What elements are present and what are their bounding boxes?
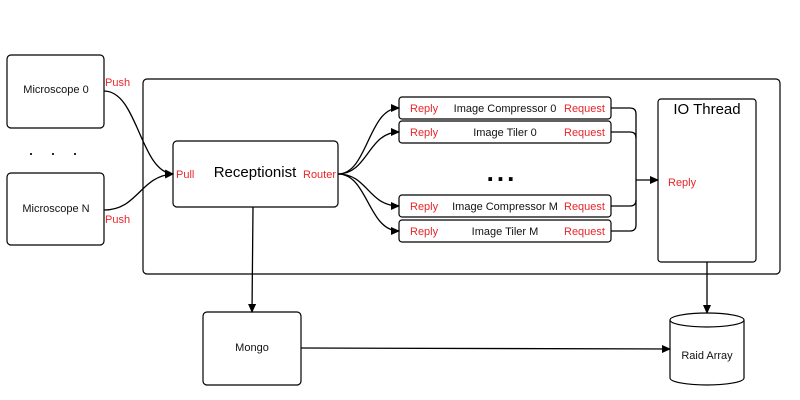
microscope-ellipsis: . . .: [28, 139, 83, 159]
worker-image-compressor-m-label: Image Compressor M: [452, 201, 558, 213]
edge-receptionist-to-mongo: [248, 206, 257, 313]
edge-receptionist-to-compressor-m: [337, 173, 400, 210]
edge-mongo-to-raid-array: [300, 344, 671, 353]
processing-container: [142, 78, 781, 275]
edge-receptionist-to-compressor-0: [337, 104, 400, 175]
worker-image-tiler-m-label: Image Tiler M: [472, 226, 539, 238]
microscope-0-label: Microscope 0: [23, 84, 88, 96]
edge-tiler-m-to-bus: [611, 180, 637, 232]
worker-image-compressor-m-reply-port: Reply: [410, 201, 439, 213]
io-thread-label: IO Thread: [673, 101, 740, 118]
raid-array-label: Raid Array: [681, 350, 733, 362]
edge-tiler-0-to-bus: [611, 131, 637, 139]
edge-microscope-0-to-receptionist: [103, 90, 174, 178]
receptionist-pull-port: Pull: [176, 169, 194, 181]
microscope-0-push-port: Push: [105, 77, 130, 89]
worker-image-tiler-0-reply-port: Reply: [410, 127, 439, 139]
edge-receptionist-to-tiler-0: [337, 128, 400, 175]
receptionist-router-port: Router: [303, 169, 336, 181]
worker-image-compressor-0-label: Image Compressor 0: [454, 103, 557, 115]
worker-image-tiler-0-request-port: Request: [564, 127, 605, 139]
edge-microscope-n-to-receptionist: [103, 170, 174, 211]
mongo-label: Mongo: [235, 342, 269, 354]
edge-receptionist-to-tiler-m: [337, 173, 400, 235]
microscope-n-push-port: Push: [105, 214, 130, 226]
worker-image-compressor-0-reply-port: Reply: [410, 103, 439, 115]
microscope-n-node: [6, 172, 105, 246]
microscope-n-label: Microscope N: [22, 203, 89, 215]
worker-image-compressor-m-request-port: Request: [564, 201, 605, 213]
edge-compressor-0-to-bus: [611, 107, 637, 180]
raid-array-node: [669, 312, 745, 386]
worker-image-tiler-m-request-port: Request: [564, 226, 605, 238]
worker-image-compressor-0-request-port: Request: [564, 103, 605, 115]
receptionist-label: Receptionist: [214, 164, 297, 181]
raid-array-body: [669, 320, 745, 386]
raid-array-top: [669, 312, 745, 328]
worker-ellipsis: ...: [487, 157, 518, 187]
worker-image-tiler-0-label: Image Tiler 0: [473, 127, 537, 139]
io-thread-reply-port: Reply: [668, 177, 697, 189]
worker-image-tiler-m-reply-port: Reply: [410, 226, 439, 238]
